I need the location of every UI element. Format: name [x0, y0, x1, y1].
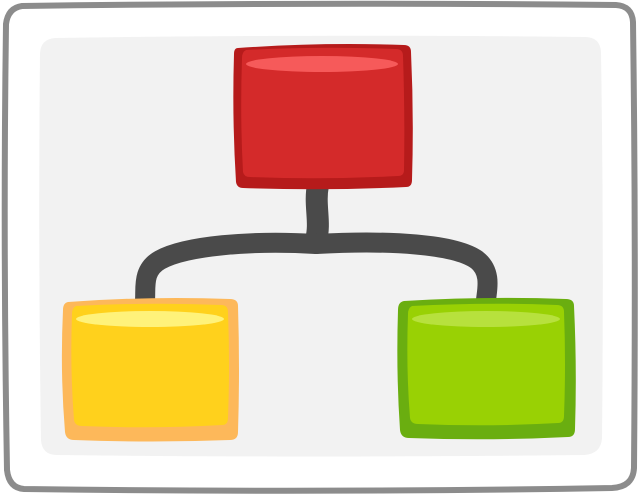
connector-branch-left: [135, 232, 326, 310]
connector-lines: [135, 174, 498, 310]
right-child-node-box: [397, 297, 576, 440]
connector-trunk: [305, 174, 329, 251]
connector-branch-right: [306, 232, 498, 310]
root-node-box: [233, 44, 413, 190]
left-child-node-box: [61, 298, 239, 442]
